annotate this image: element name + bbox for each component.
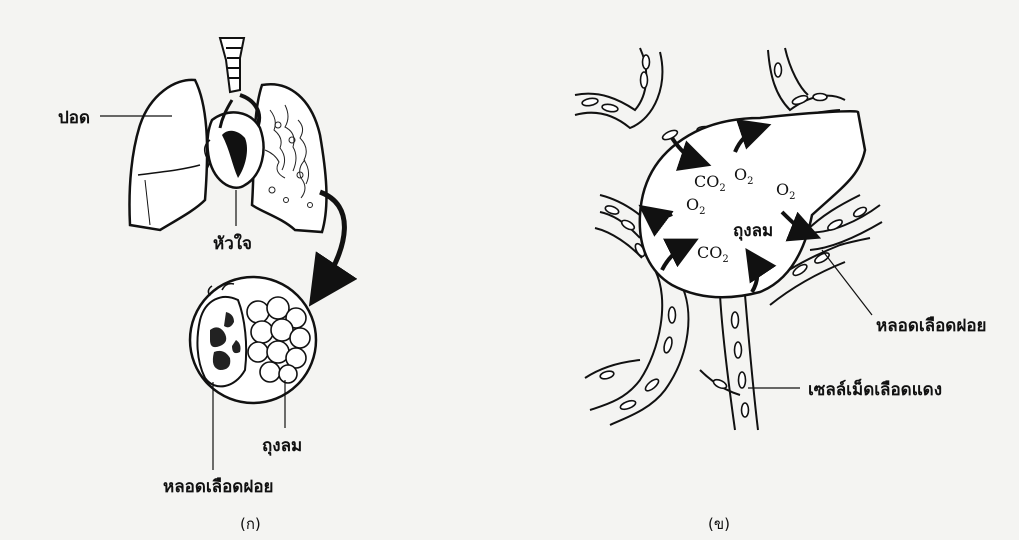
o2-left-label: O2 xyxy=(686,195,706,217)
caption-right: (ข) xyxy=(708,512,730,536)
capillary-label-right: หลอดเลือดฝอย xyxy=(876,312,986,339)
co2-main-label: CO2 xyxy=(694,172,726,194)
o2-top-label: O2 xyxy=(734,165,754,187)
co2-bottom-label: CO2 xyxy=(697,243,729,265)
caption-left: (ก) xyxy=(240,512,261,536)
heart-label: หัวใจ xyxy=(213,230,252,257)
o2-right-label: O2 xyxy=(776,180,796,202)
alveolus-label-right: ถุงลม xyxy=(733,217,773,244)
rbc-label: เซลล์เม็ดเลือดแดง xyxy=(808,376,942,403)
capillary-label-left: หลอดเลือดฝอย xyxy=(163,473,273,500)
lung-label: ปอด xyxy=(58,104,90,131)
capillary-leader-right xyxy=(822,250,872,315)
alveolus-label-left: ถุงลม xyxy=(262,432,302,459)
